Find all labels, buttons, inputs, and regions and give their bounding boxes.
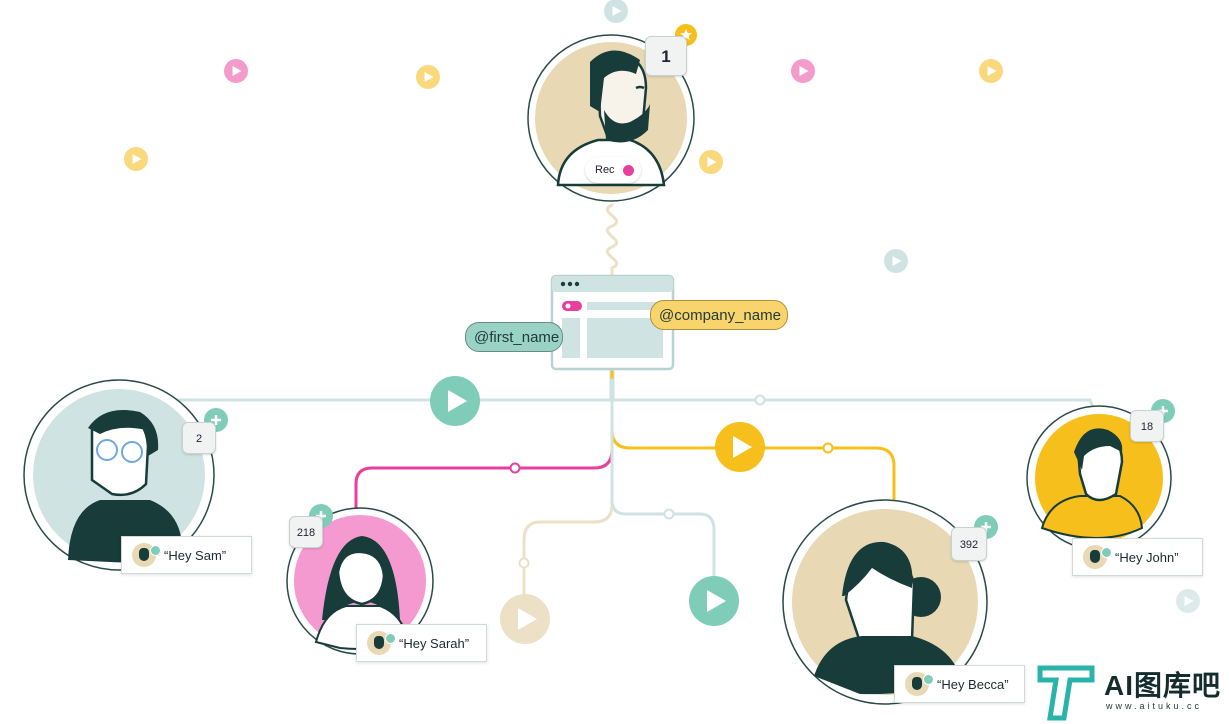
junction-dot bbox=[822, 442, 834, 454]
browser-window bbox=[550, 274, 675, 371]
watermark-logo-icon bbox=[1037, 665, 1095, 721]
becca-count-badge: 392 bbox=[951, 527, 987, 561]
line-to-teal-video bbox=[610, 378, 716, 582]
sarah-count-badge: 218 bbox=[289, 516, 323, 548]
host-mini-avatar-icon bbox=[367, 631, 396, 655]
line-to-sarah bbox=[354, 370, 614, 512]
rec-dot-icon bbox=[622, 164, 634, 176]
greeting-card-john: “Hey John” bbox=[1072, 538, 1203, 576]
wavy-line bbox=[605, 203, 619, 278]
line-to-sam bbox=[118, 368, 613, 402]
rec-indicator: Rec bbox=[585, 157, 641, 183]
line-to-john bbox=[611, 370, 1097, 414]
scattered-play-icons bbox=[124, 0, 1200, 613]
play-icon bbox=[699, 150, 723, 174]
greeting-card-sarah: “Hey Sarah” bbox=[356, 624, 487, 662]
john-count-badge: 18 bbox=[1130, 410, 1164, 442]
host-count-badge: 1 bbox=[645, 36, 687, 76]
line-to-draft-video bbox=[522, 378, 614, 602]
play-icon bbox=[979, 59, 1003, 83]
host-avatar bbox=[527, 34, 695, 202]
greeting-text: “Hey Becca” bbox=[937, 676, 1009, 692]
junction-dot bbox=[754, 394, 766, 406]
play-icon bbox=[416, 65, 440, 89]
sam-count-badge: 2 bbox=[182, 422, 216, 454]
play-icon bbox=[1176, 589, 1200, 613]
greeting-text: “Hey Sarah” bbox=[399, 635, 470, 651]
play-button-beige[interactable] bbox=[500, 594, 550, 644]
junction-dot bbox=[509, 462, 521, 474]
play-button-teal-bottom[interactable] bbox=[689, 576, 739, 626]
play-icon bbox=[791, 59, 815, 83]
host-mini-avatar-icon bbox=[905, 672, 934, 696]
junction-dot bbox=[518, 557, 530, 569]
play-icon bbox=[124, 147, 148, 171]
play-button-yellow[interactable] bbox=[715, 422, 765, 472]
greeting-card-sam: “Hey Sam” bbox=[121, 536, 252, 574]
greeting-text: “Hey John” bbox=[1115, 549, 1179, 565]
record-icon bbox=[562, 301, 582, 311]
avatar-sam bbox=[23, 379, 215, 571]
watermark-brand: AI图库吧 bbox=[1104, 670, 1222, 701]
avatar-john bbox=[1026, 405, 1172, 551]
play-icon bbox=[604, 0, 628, 23]
first-name-tag: @first_name bbox=[465, 322, 563, 352]
junction-dot bbox=[663, 508, 675, 520]
play-icon bbox=[884, 249, 908, 273]
greeting-text: “Hey Sam” bbox=[164, 547, 227, 563]
company-name-tag: @company_name bbox=[650, 300, 788, 330]
host-mini-avatar-icon bbox=[132, 543, 161, 567]
greeting-card-becca: “Hey Becca” bbox=[894, 665, 1025, 703]
rec-label: Rec bbox=[595, 164, 615, 176]
play-icon bbox=[224, 59, 248, 83]
watermark-site: www.aituku.cc bbox=[1106, 701, 1203, 711]
play-button-teal[interactable] bbox=[430, 376, 480, 426]
host-mini-avatar-icon bbox=[1083, 545, 1112, 569]
